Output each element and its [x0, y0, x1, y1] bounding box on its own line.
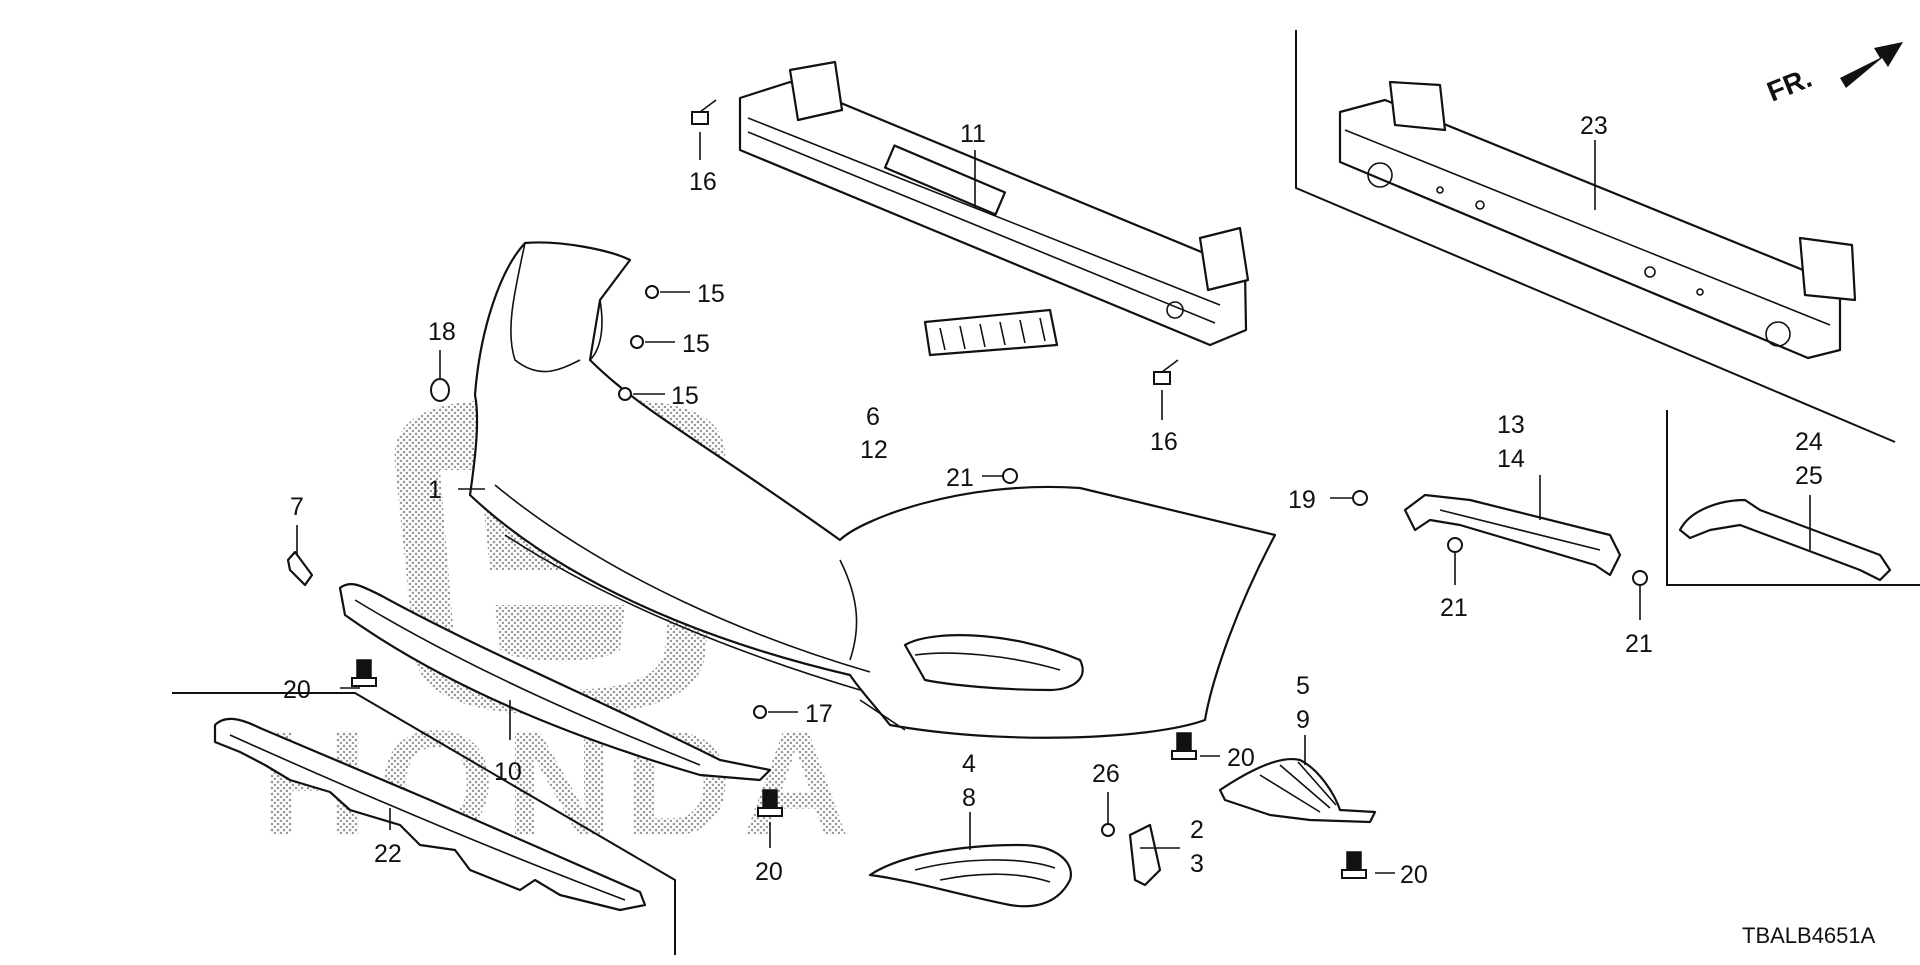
callout-20b: 20 — [1227, 744, 1255, 772]
clip-icon — [430, 378, 450, 402]
callout-26: 26 — [1092, 760, 1120, 788]
part-side-bracket-center — [1403, 493, 1622, 577]
callout-13: 13 — [1497, 411, 1525, 439]
callout-16b: 16 — [1150, 428, 1178, 456]
push-clip-icon — [1341, 851, 1367, 879]
callout-25: 25 — [1795, 462, 1823, 490]
clip-icon — [1447, 537, 1463, 553]
callout-20d: 20 — [1400, 861, 1428, 889]
callout-2: 2 — [1190, 816, 1204, 844]
callout-19: 19 — [1288, 486, 1316, 514]
push-clip-icon — [1171, 732, 1197, 760]
callout-18: 18 — [428, 318, 456, 346]
callout-23: 23 — [1580, 112, 1608, 140]
part-small-cap — [1128, 823, 1162, 887]
callout-24: 24 — [1795, 428, 1823, 456]
callout-5: 5 — [1296, 672, 1310, 700]
bolt-icon — [691, 99, 717, 125]
push-clip-icon — [757, 789, 783, 817]
push-clip-icon — [351, 659, 377, 687]
callout-21a: 21 — [946, 464, 974, 492]
callout-15c: 15 — [671, 382, 699, 410]
boundary-bracket-box — [1666, 410, 1920, 586]
callout-22: 22 — [374, 840, 402, 868]
callout-20a: 20 — [283, 676, 311, 704]
screw-icon — [618, 387, 632, 401]
front-direction-indicator: FR. — [1763, 42, 1903, 108]
screw-icon — [630, 335, 644, 349]
screw-icon — [1101, 823, 1115, 837]
part-under-cover — [213, 717, 647, 912]
callout-17: 17 — [805, 700, 833, 728]
callout-4: 4 — [962, 750, 976, 778]
part-lower-strip — [338, 582, 772, 782]
part-grille-insert — [923, 308, 1059, 357]
part-side-bracket-right — [1678, 498, 1892, 582]
callout-15a: 15 — [697, 280, 725, 308]
callout-3: 3 — [1190, 850, 1204, 878]
part-bumper-beam — [738, 60, 1250, 347]
part-bumper-face — [468, 241, 1277, 739]
clip-icon — [1352, 490, 1368, 506]
callout-12: 12 — [860, 436, 888, 464]
part-tab — [286, 550, 314, 587]
leader-lines — [296, 132, 1811, 874]
callout-8: 8 — [962, 784, 976, 812]
callout-21c: 21 — [1625, 630, 1653, 658]
callout-7: 7 — [290, 493, 304, 521]
callout-15b: 15 — [682, 330, 710, 358]
boundary-rear-beam — [1295, 30, 1896, 443]
callout-6: 6 — [866, 403, 880, 431]
section-boundaries — [172, 30, 1920, 955]
callout-1: 1 — [428, 476, 442, 504]
direction-arrow-icon — [1840, 42, 1903, 88]
bolt-icon — [1153, 359, 1179, 385]
fasteners — [351, 99, 1648, 879]
direction-label: FR. — [1763, 62, 1816, 108]
part-side-cover — [1218, 757, 1377, 824]
callout-16a: 16 — [689, 168, 717, 196]
clip-icon — [1002, 468, 1018, 484]
callout-10: 10 — [494, 758, 522, 786]
clip-icon — [1632, 570, 1648, 586]
callout-9: 9 — [1296, 706, 1310, 734]
screw-icon — [645, 285, 659, 299]
callout-21b: 21 — [1440, 594, 1468, 622]
screw-icon — [753, 705, 767, 719]
callout-20c: 20 — [755, 858, 783, 886]
part-rear-beam — [1338, 80, 1857, 360]
callout-11: 11 — [960, 120, 986, 148]
diagram-code: TBALB4651A — [1742, 923, 1876, 948]
boundary-under-cover — [172, 692, 676, 955]
callout-labels: 1 2 3 4 5 6 7 8 9 10 11 12 13 14 15 15 1… — [283, 112, 1823, 889]
callout-14: 14 — [1497, 445, 1525, 473]
part-fog-garnish — [868, 843, 1073, 908]
